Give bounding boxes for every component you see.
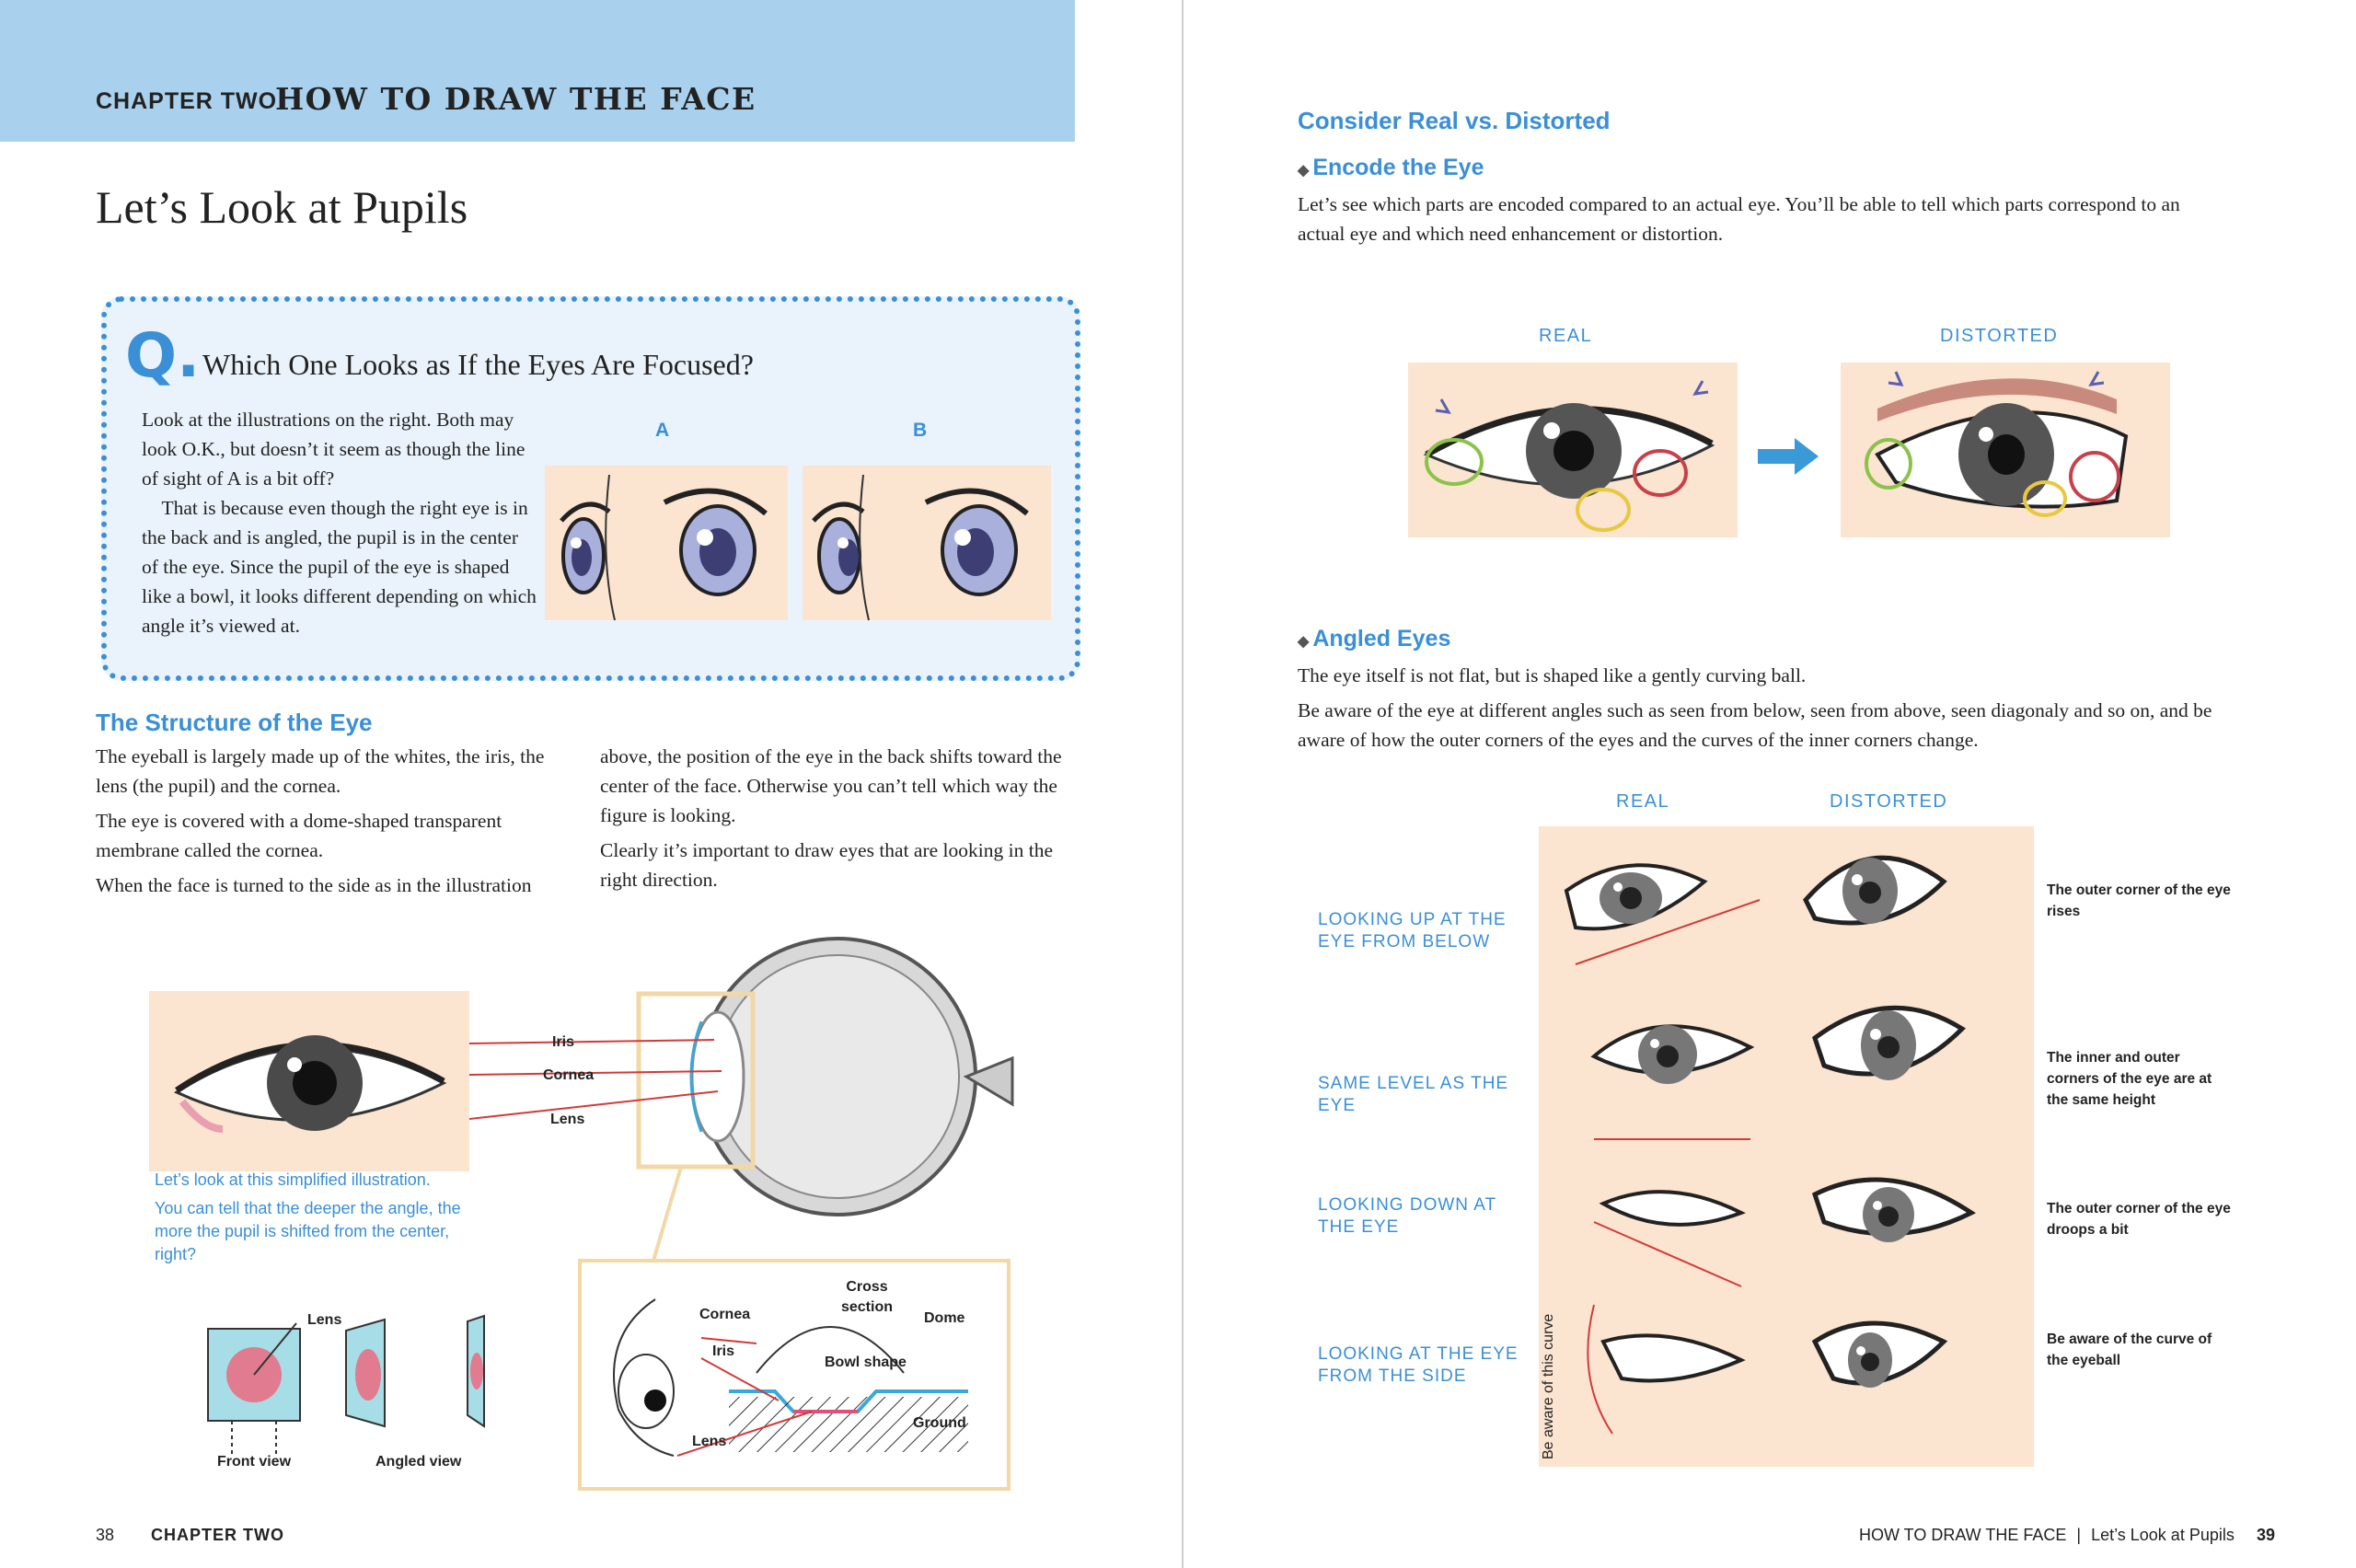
encode-heading: ◆Encode the Eye [1298,155,1484,181]
note-side: Be aware of the curve of the eyeball [2047,1332,2212,1368]
realistic-eye-illustration [149,991,469,1171]
encode-text: Let’s see which parts are encoded compar… [1298,193,2180,245]
page-number: 39 [2257,1526,2276,1544]
anime-eyes-b-icon [812,474,1029,621]
structure-column-2: above, the position of the eye in the ba… [600,742,1079,900]
page-gutter [1182,0,1184,1568]
label-iris: Iris [552,1034,575,1050]
chapter-label: CHAPTER TWO [96,88,278,114]
cs-label-lens: Lens [692,1434,727,1449]
note-same-level: The inner and outer corners of the eye a… [2047,1050,2212,1108]
footer-section: HOW TO DRAW THE FACE [1859,1526,2067,1544]
realistic-eye-icon [173,1035,447,1133]
eyeball-cross-section-diagram [468,937,1014,1262]
bullet-icon: ◆ [1298,163,1310,179]
right-arrow-icon [1758,438,1819,475]
caption-line: You can tell that the deeper the angle, … [155,1199,461,1263]
distorted-label-top: DISTORTED [1940,326,2059,346]
note-looking-down: The outer corner of the eye droops a bit [2047,1201,2231,1238]
question-paragraph: That is because even though the right ey… [142,497,537,637]
label-a: A [655,420,670,441]
structure-paragraph: above, the position of the eye in the ba… [600,745,1062,826]
real-label-top: REAL [1539,326,1593,346]
angled-heading: ◆Angled Eyes [1298,626,1450,652]
eyes-illustration-b [803,466,1051,621]
cross-section-box: Cross section Cornea Dome Iris Bowl shap… [578,1259,1011,1491]
question-text: Look at the illustrations on the right. … [142,405,537,640]
label-b: B [913,420,928,441]
distorted-eye-icon [1865,371,2129,517]
right-page: Consider Real vs. Distorted ◆Encode the … [1184,0,2356,1568]
chapter-banner: CHAPTER TWO HOW TO DRAW THE FACE [0,0,1075,142]
structure-paragraph: When the face is turned to the side as i… [96,874,532,896]
caption-line: Let’s look at this simplified illustrati… [155,1170,431,1189]
row-label-same-level: SAME LEVEL AS THE EYE [1318,1074,1509,1115]
structure-heading: The Structure of the Eye [96,709,373,736]
vertical-curve-label: Be aware of this curve [1541,1313,1556,1459]
note-from-below: The outer corner of the eye rises [2047,882,2231,919]
left-page: CHAPTER TWO HOW TO DRAW THE FACE Let’s L… [0,0,1080,1544]
footer-topic: Let’s Look at Pupils [2091,1526,2235,1544]
structure-paragraph: The eye is covered with a dome-shaped tr… [96,810,502,861]
chapter-title: HOW TO DRAW THE FACE [275,81,756,117]
eyes-illustration-a [545,466,788,621]
page-title: Let’s Look at Pupils [96,181,468,233]
running-footer: HOW TO DRAW THE FACE | Let’s Look at Pup… [1859,1526,2235,1545]
row-label-from-below: LOOKING UP AT THE EYE FROM BELOW [1318,910,1507,951]
structure-paragraph: Clearly it’s important to draw eyes that… [600,839,1053,891]
real-label-bottom: REAL [1616,791,1670,812]
footer-separator: | [2076,1526,2082,1544]
anime-eyes-a-icon [560,474,768,621]
cross-section-label: Cross section [840,1279,893,1315]
cs-label-cornea: Cornea [699,1307,751,1322]
question-title: Which One Looks as If the Eyes Are Focus… [202,348,754,381]
simplified-views-diagram [207,1314,485,1454]
bullet-icon: ◆ [1298,634,1310,650]
real-vs-distorted-heading: Consider Real vs. Distorted [1298,107,1611,134]
label-cornea: Cornea [543,1067,595,1083]
angled-paragraph: Be aware of the eye at different angles … [1298,699,2212,751]
cross-section-icon [613,1298,968,1457]
cs-label-bowl: Bowl shape [825,1355,907,1370]
angled-heading-text: Angled Eyes [1312,626,1451,651]
page-number: 38 [96,1526,115,1544]
angled-eyes-icon [1564,855,1976,1435]
question-box: Q. Which One Looks as If the Eyes Are Fo… [101,296,1080,681]
encode-heading-text: Encode the Eye [1312,155,1484,180]
cs-label-iris: Iris [712,1343,735,1359]
cs-label-ground: Ground [913,1415,966,1431]
angled-paragraph: The eye itself is not flat, but is shape… [1298,664,1807,686]
small-label-lens: Lens [307,1312,342,1328]
question-mark-icon: Q. [125,320,201,391]
angled-view-label: Angled view [375,1454,462,1470]
label-lens: Lens [550,1112,585,1127]
footer-chapter: CHAPTER TWO [151,1526,284,1544]
simplified-caption: Let’s look at this simplified illustrati… [155,1169,468,1266]
row-label-looking-down: LOOKING DOWN AT THE EYE [1318,1195,1496,1237]
cs-label-dome: Dome [924,1310,965,1326]
question-paragraph: Look at the illustrations on the right. … [142,409,525,490]
distorted-eye-panel [1841,363,2170,537]
front-view-label: Front view [217,1454,292,1470]
angled-text: The eye itself is not flat, but is shape… [1298,661,2227,760]
structure-column-1: The eyeball is largely made up of the wh… [96,742,574,905]
real-eye-icon [1423,380,1715,532]
angled-eyes-panel: Be aware of this curve [1539,826,2034,1467]
distorted-label-bottom: DISTORTED [1830,791,1948,812]
row-label-side: LOOKING AT THE EYE FROM THE SIDE [1318,1344,1519,1386]
real-eye-panel [1408,363,1738,537]
structure-paragraph: The eyeball is largely made up of the wh… [96,745,545,797]
